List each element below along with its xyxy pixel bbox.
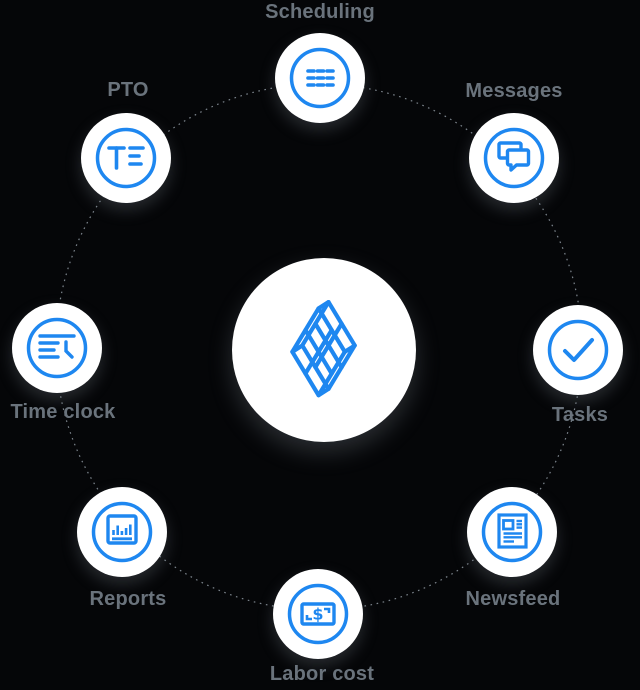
tasks-label: Tasks (551, 404, 609, 426)
bar-chart-icon (91, 501, 153, 563)
timeclock-label: Time clock (10, 401, 116, 423)
svg-text:$: $ (312, 605, 323, 624)
pto-label: PTO (107, 79, 149, 101)
scheduling-label: Scheduling (265, 1, 375, 23)
feature-messages[interactable] (469, 113, 559, 203)
feature-timeclock[interactable] (12, 303, 102, 393)
money-bill-icon: $ (287, 583, 349, 645)
feature-scheduling[interactable] (275, 33, 365, 123)
pto-list-icon (95, 127, 157, 189)
schedule-grid-icon (289, 47, 351, 109)
time-clock-icon (26, 317, 88, 379)
checkmark-icon (547, 319, 609, 381)
feature-pto[interactable] (81, 113, 171, 203)
feature-laborcost[interactable]: $ (273, 569, 363, 659)
feature-newsfeed[interactable] (467, 487, 557, 577)
newsfeed-label: Newsfeed (465, 588, 561, 610)
newspaper-icon (481, 501, 543, 563)
reports-label: Reports (89, 588, 167, 610)
laborcost-label: Labor cost (269, 663, 375, 685)
messages-label: Messages (465, 80, 563, 102)
feature-tasks[interactable] (533, 305, 623, 395)
sling-logo (290, 300, 357, 398)
center-logo-circle (232, 258, 416, 442)
feature-reports[interactable] (77, 487, 167, 577)
chat-bubbles-icon (483, 127, 545, 189)
